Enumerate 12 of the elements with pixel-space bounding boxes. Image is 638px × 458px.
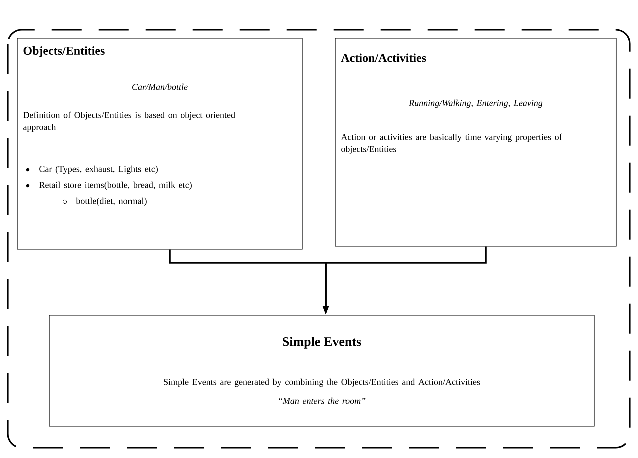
example-text: “Man enters the room” xyxy=(279,398,366,404)
bullet-item: Retail store items(bottle, bread, milk etc) xyxy=(39,182,192,190)
example-text: Car/Man/bottle xyxy=(132,84,188,90)
description-text: Simple Events are generated by combining the Objects/Entities and Action/Activities xyxy=(164,378,480,388)
sub-bullet-item: bottle(diet, normal) xyxy=(76,198,147,206)
bullet-item: Car (Types, exhaust, Lights etc) xyxy=(40,166,158,174)
box-heading: Objects/Entities xyxy=(24,46,105,58)
description-text: Definition of Objects/Entities is based on object oriented approach xyxy=(23,112,236,132)
box-heading: Simple Events xyxy=(283,337,362,349)
example-text: Running/Walking, Entering, Leaving xyxy=(409,100,543,108)
description-text: Action or activities are basically time varying properties of objects/Entities xyxy=(341,134,562,154)
box-heading: Action/Activities xyxy=(341,54,426,62)
